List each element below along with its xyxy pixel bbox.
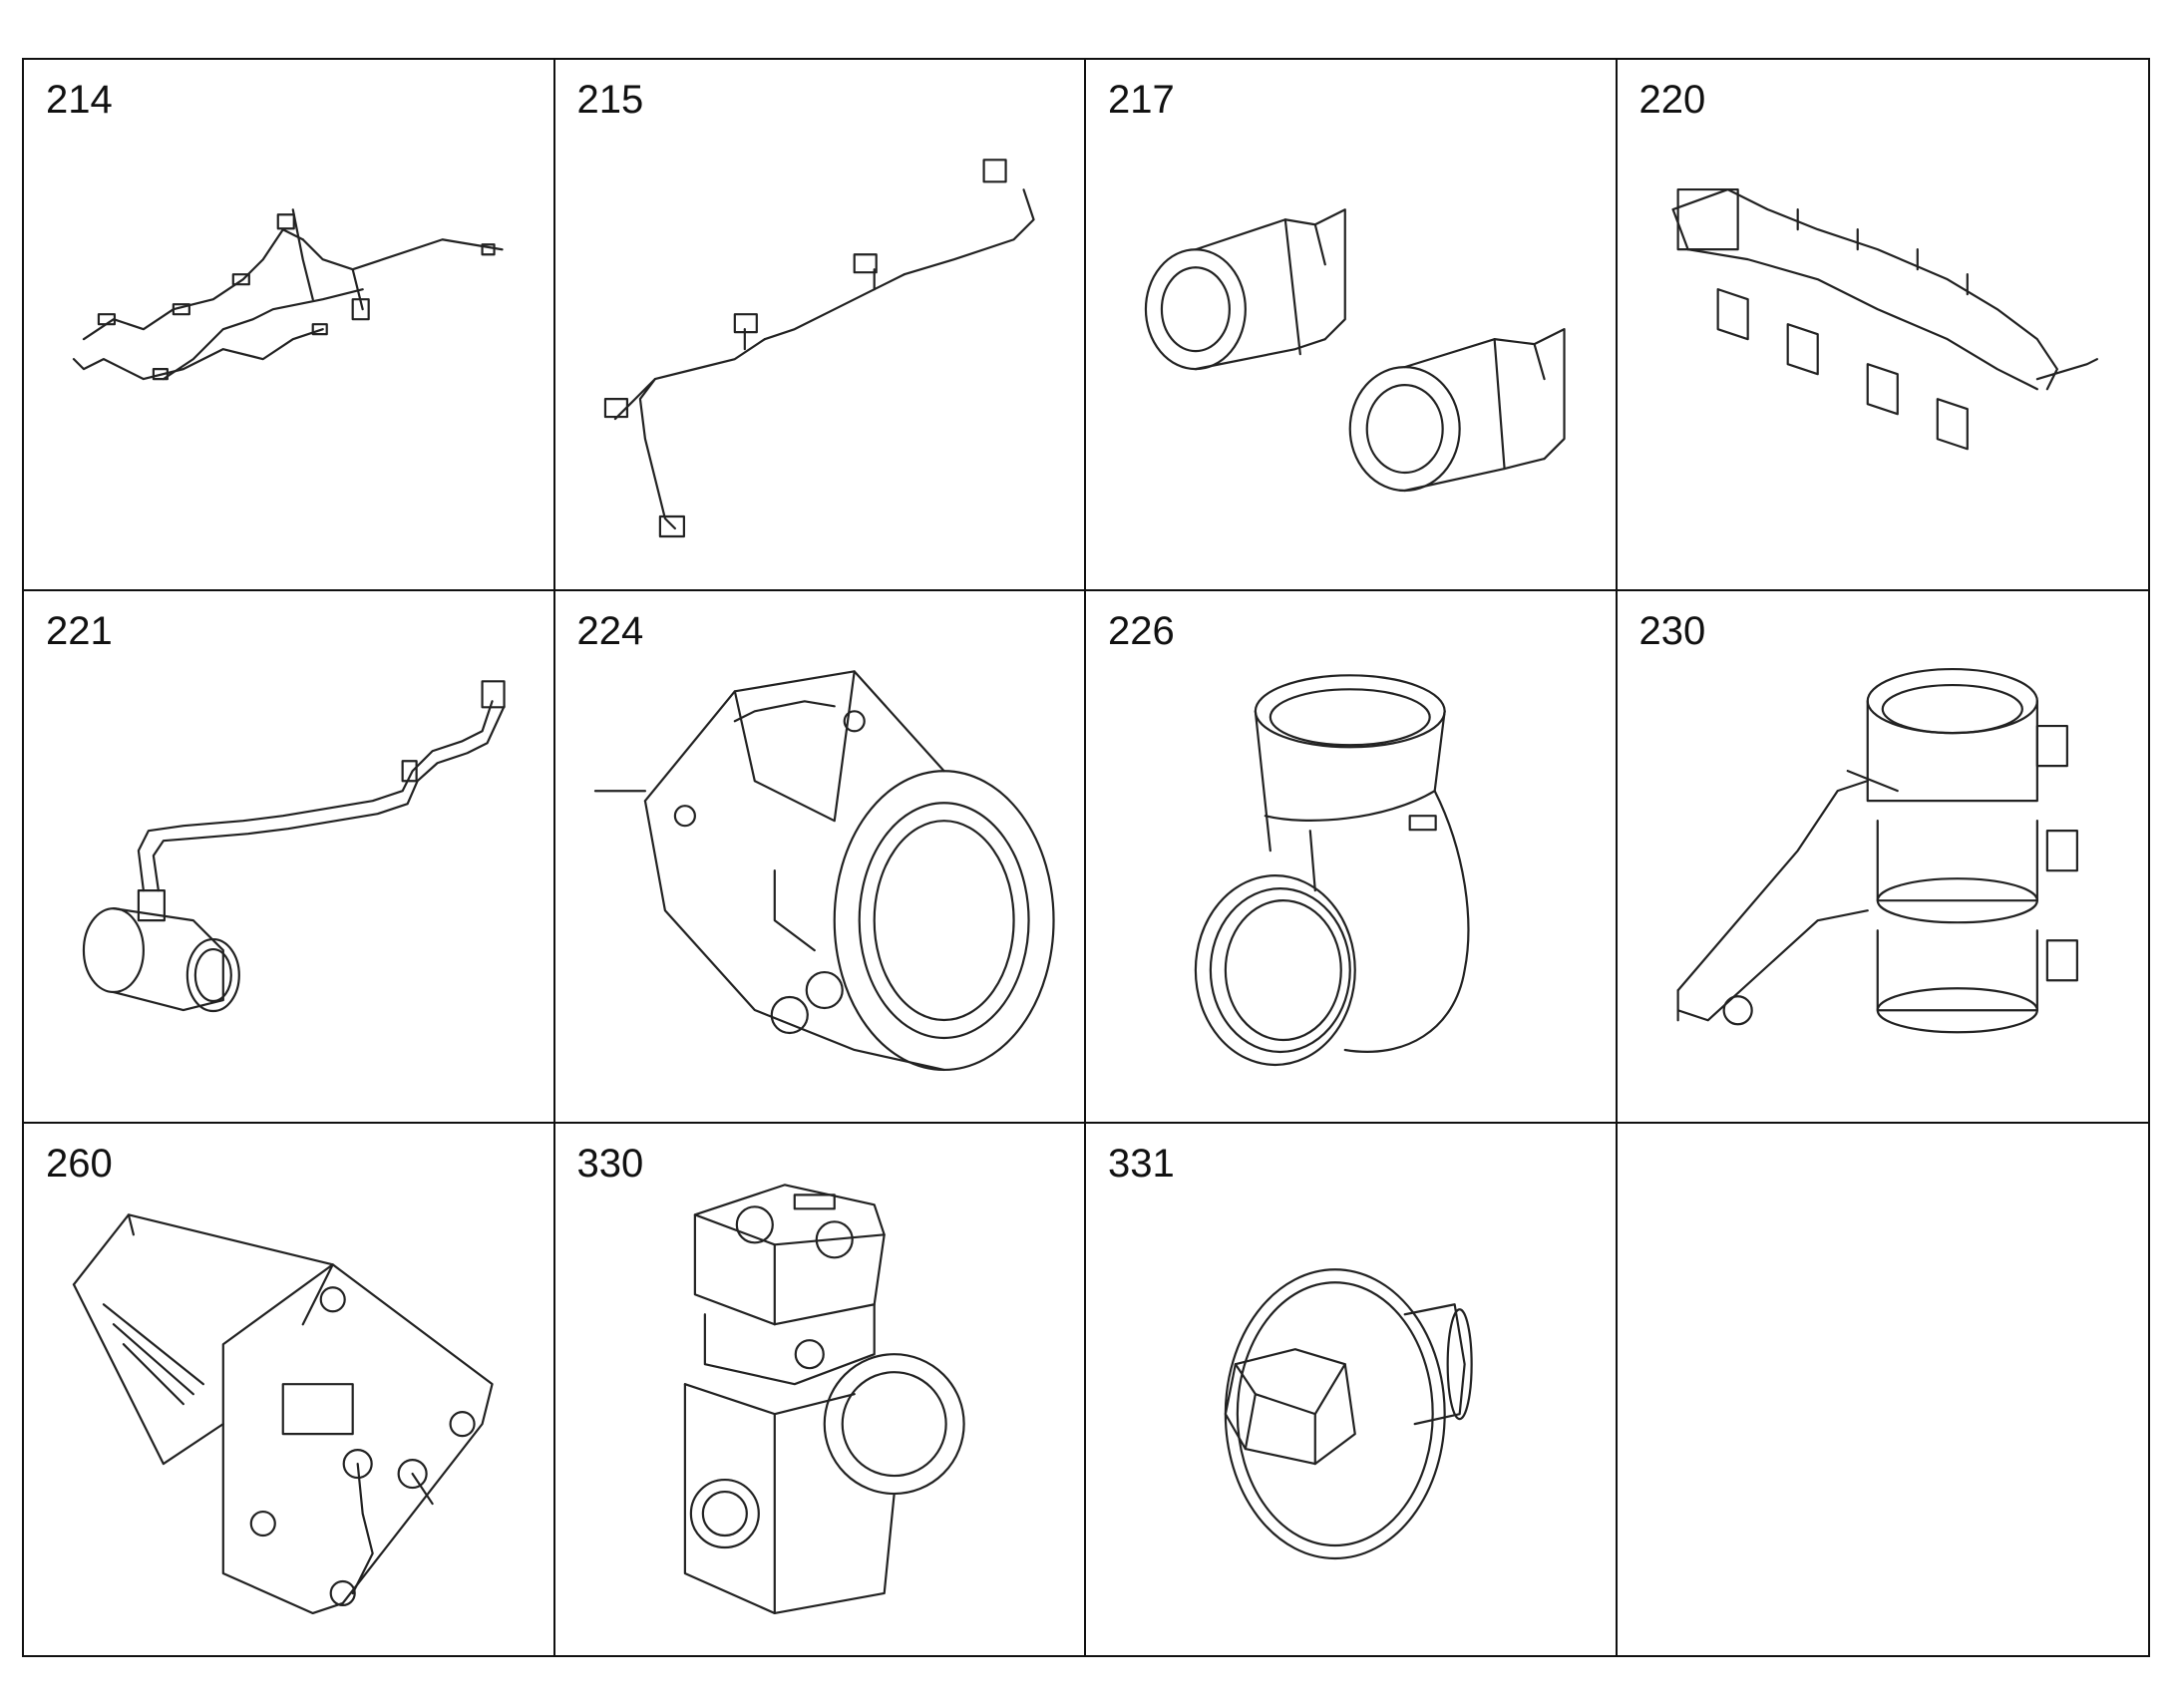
part-number: 215	[576, 78, 644, 122]
clamp-bracket-assembly-icon	[1676, 668, 2078, 1034]
part-cell-230[interactable]: 230	[1617, 591, 2148, 1124]
intake-manifold-icon	[1671, 187, 2098, 451]
injector-wiring-harness-icon	[603, 159, 1035, 538]
mounting-plate-bracket-icon	[72, 1212, 494, 1614]
threaded-fittings-pair-icon	[1144, 208, 1566, 493]
part-number: 221	[46, 609, 113, 654]
part-cell-224[interactable]: 224	[554, 591, 1086, 1124]
part-cell-260[interactable]: 260	[24, 1123, 555, 1655]
sensor-hose-assembly-icon	[82, 680, 506, 1013]
elbow-pipe-icon	[1194, 674, 1470, 1067]
fuel-line-harness-icon	[72, 208, 504, 381]
part-number: 224	[576, 609, 644, 654]
part-cell-226[interactable]: 226	[1086, 591, 1618, 1124]
part-number: 214	[46, 78, 113, 122]
hex-plug-icon	[1224, 1267, 1473, 1559]
part-cell-215[interactable]: 215	[554, 60, 1086, 592]
part-number: 217	[1108, 78, 1175, 122]
part-number: 260	[46, 1141, 113, 1186]
part-number: 331	[1108, 1141, 1175, 1186]
part-number: 230	[1638, 609, 1706, 654]
part-cell-214[interactable]: 214	[24, 60, 555, 592]
empty-cell	[1618, 1124, 2149, 1655]
part-number: 226	[1108, 609, 1175, 654]
part-cell-220[interactable]: 220	[1617, 60, 2148, 592]
air-compressor-icon	[683, 1183, 965, 1614]
part-number: 220	[1638, 78, 1706, 122]
throttle-housing-clamp-icon	[593, 670, 1055, 1072]
part-cell-221[interactable]: 221	[24, 591, 555, 1124]
part-cell-331[interactable]: 331	[1086, 1123, 1618, 1655]
part-number: 330	[576, 1141, 644, 1186]
part-cell-330[interactable]: 330	[555, 1123, 1086, 1655]
parts-grid: 214 215 217	[22, 58, 2150, 1657]
part-cell-217[interactable]: 217	[1086, 60, 1618, 592]
